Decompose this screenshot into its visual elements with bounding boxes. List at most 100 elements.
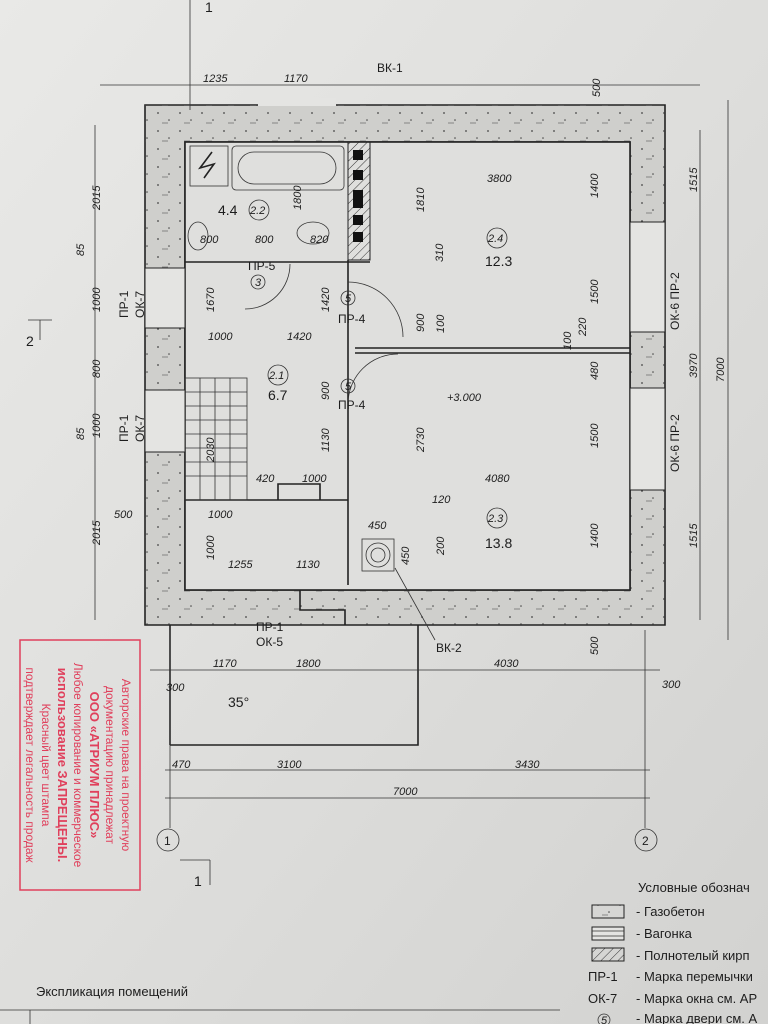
room-number: 2.2	[249, 205, 265, 217]
dim: 1420	[320, 287, 332, 312]
lintel-mark: ПР-1	[117, 290, 131, 318]
explication-title: Экспликация помещений	[36, 984, 188, 999]
dim: 200	[435, 536, 447, 556]
legend-symbol: ПР-1	[588, 969, 618, 984]
sink-icon	[187, 221, 209, 251]
dim: 470	[172, 759, 191, 771]
dim: 1400	[589, 173, 601, 198]
inner-dimensions: 1800 800 800 820 3800 1810 1400 310 ПР-5…	[200, 173, 601, 655]
legend-symbol: 5	[601, 1015, 608, 1024]
section-mark-top: 1	[205, 0, 213, 15]
dim: 820	[310, 234, 329, 246]
level-mark: +3.000	[447, 392, 482, 404]
stamp-line: Авторские права на проектную	[119, 679, 133, 852]
dim: 1420	[287, 331, 312, 343]
section-mark-bottom: 1	[194, 873, 202, 889]
dim: 1000	[302, 473, 327, 485]
room-area: 12.3	[485, 253, 512, 269]
dim: 800	[91, 359, 103, 378]
legend-label: - Вагонка	[636, 926, 693, 941]
aerated-concrete-swatch	[591, 904, 625, 919]
dim: 1515	[688, 167, 700, 192]
lintel-mark: ПР-4	[338, 312, 366, 326]
dim: 1000	[208, 331, 233, 343]
dim: 100	[435, 314, 447, 333]
dim: 800	[200, 234, 219, 246]
dim: 2015	[91, 520, 103, 546]
stamp-line: использование ЗАПРЕЩЕНЫ.	[55, 668, 70, 862]
room-2-1: 2.1 6.7	[267, 364, 289, 403]
copyright-stamp: Авторские права на проектную документаци…	[19, 639, 141, 891]
dim: 7000	[715, 357, 727, 382]
window-mark: ОК-7	[133, 415, 147, 442]
legend-label: - Марка окна см. АР	[636, 991, 757, 1006]
dim: 220	[577, 317, 589, 337]
legend: Условные обознач - Газобетон - Вагонка -…	[588, 880, 758, 1024]
dim: 4080	[485, 473, 510, 485]
clapboard-swatch	[591, 926, 625, 941]
section-mark-left: 2	[26, 333, 34, 349]
dim: 1500	[589, 279, 601, 304]
dim: 450	[400, 546, 412, 565]
dim: 500	[589, 636, 601, 655]
dim: 1130	[296, 559, 321, 571]
dim: 1515	[688, 523, 700, 548]
room-2-2: 4.4 2.2	[218, 199, 270, 221]
door-mark: 5	[345, 381, 352, 393]
dim: 1400	[589, 523, 601, 548]
dim: 1000	[208, 509, 233, 521]
roof-angle: 35°	[228, 694, 249, 710]
dim: 2730	[415, 427, 427, 453]
electric-panel-icon	[189, 145, 229, 187]
dim: 1000	[205, 535, 217, 560]
dim: 1800	[292, 185, 304, 210]
dim: 7000	[393, 786, 418, 798]
window-mark: ОК-7	[133, 291, 147, 318]
dim: 1000	[91, 413, 103, 438]
bathtub-icon	[231, 145, 345, 191]
axis-marker-1	[156, 828, 180, 852]
dim: 480	[589, 361, 601, 380]
dim: 1170	[213, 658, 238, 670]
bottom-dimensions: 1170 1800 4030 300 300 35° 470 3100 3430…	[166, 658, 681, 798]
axis-marker-2	[634, 828, 658, 852]
toilet-icon	[296, 221, 330, 245]
dim: 3800	[487, 173, 512, 185]
dim: 500	[591, 78, 603, 97]
stamp-line: документацию принадлежат	[103, 686, 117, 845]
stamp-line: Красный цвет штампа	[39, 704, 53, 827]
dim: 1810	[415, 187, 427, 212]
room-area: 13.8	[485, 535, 512, 551]
legend-title: Условные обознач	[638, 880, 750, 895]
dim: 3970	[688, 353, 700, 378]
window-mark: ОК-5	[256, 635, 283, 649]
legend-label: - Марка перемычки	[636, 969, 753, 984]
dim: 1000	[91, 287, 103, 312]
legend-label: - Газобетон	[636, 904, 705, 919]
window-mark: ОК-6 ПР-2	[668, 414, 682, 472]
dim: 300	[166, 682, 185, 694]
dim: 1235	[203, 73, 228, 85]
room-area: 6.7	[268, 387, 288, 403]
stamp-line: подтверждает легальность продаж	[23, 667, 37, 862]
dim: 3430	[515, 759, 540, 771]
room-area: 4.4	[218, 202, 238, 218]
lintel-mark: ПР-1	[256, 620, 284, 634]
axis-label-1: 1	[164, 834, 171, 848]
lintel-mark: ПР-4	[338, 398, 366, 412]
dim: 420	[256, 473, 275, 485]
dim: 900	[415, 313, 427, 332]
stamp-line: ООО «АТРИУМ ПЛЮС»	[87, 692, 102, 839]
dim: 1255	[228, 559, 253, 571]
dim: 450	[368, 520, 387, 532]
dim: 800	[255, 234, 274, 246]
dim: 1170	[284, 73, 309, 85]
vent-shaft-vk2-icon	[365, 542, 391, 568]
dim: 900	[320, 381, 332, 400]
dim: 3100	[277, 759, 302, 771]
dim: 1500	[589, 423, 601, 448]
window-mark: ОК-6 ПР-2	[668, 272, 682, 330]
room-number: 2.1	[268, 370, 284, 382]
room-number: 2.4	[487, 233, 503, 245]
